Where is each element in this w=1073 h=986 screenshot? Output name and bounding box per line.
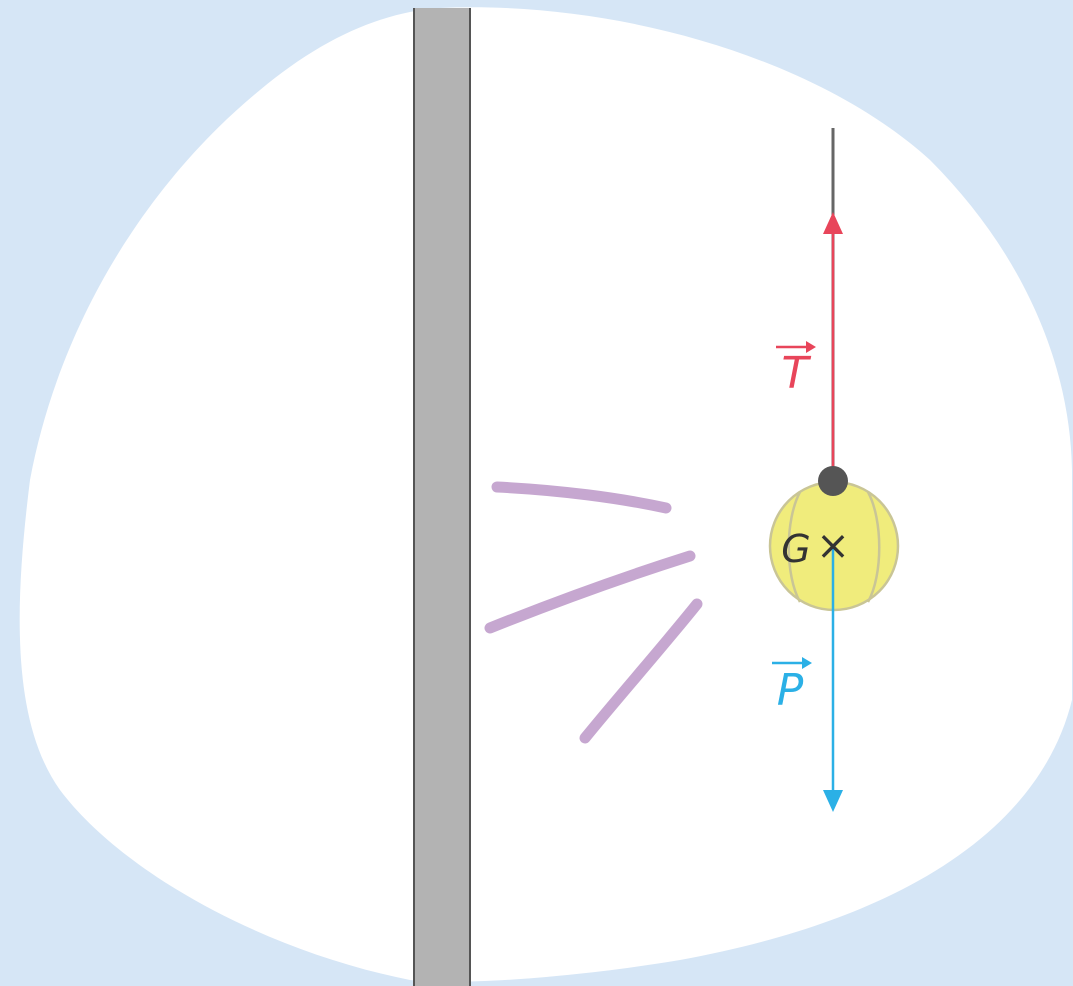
tension-label-arrow-head bbox=[806, 341, 816, 353]
ball-seam-right bbox=[866, 491, 881, 603]
wall bbox=[414, 8, 470, 986]
motion-line-3 bbox=[579, 598, 703, 744]
tension-label: T bbox=[776, 341, 816, 399]
weight-label: P bbox=[772, 657, 812, 716]
motion-lines bbox=[484, 481, 703, 744]
tension-vector bbox=[823, 212, 843, 480]
weight-label-arrow-head bbox=[802, 657, 812, 669]
weight-vector bbox=[823, 546, 843, 812]
tension-label-text: T bbox=[782, 348, 812, 399]
attachment-point bbox=[818, 466, 848, 496]
center-of-gravity-mark: × bbox=[816, 523, 850, 569]
weight-label-text: P bbox=[777, 665, 804, 716]
motion-line-2 bbox=[484, 550, 696, 634]
ball-seam-left bbox=[787, 491, 802, 603]
weight-arrowhead bbox=[823, 790, 843, 812]
center-of-gravity-label: G bbox=[781, 527, 810, 571]
motion-line-1 bbox=[491, 481, 672, 514]
tension-arrowhead bbox=[823, 212, 843, 234]
